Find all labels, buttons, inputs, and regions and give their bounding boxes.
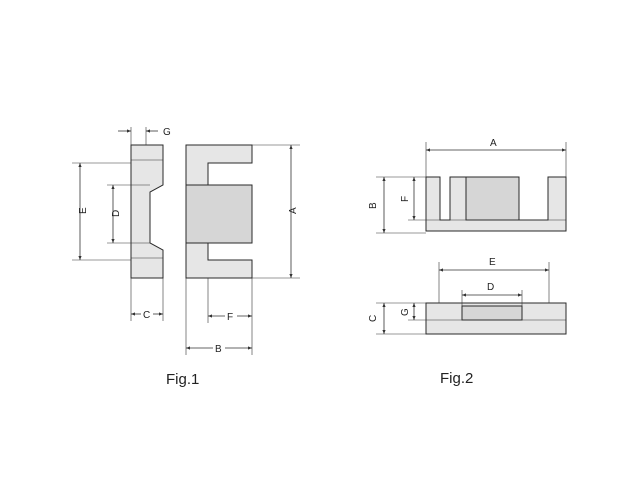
fig1-dim-c: C bbox=[130, 278, 164, 321]
fig2-dim-a-label: A bbox=[490, 138, 497, 149]
fig1-dim-e: E bbox=[72, 162, 131, 261]
fig1-dim-f: F bbox=[207, 278, 253, 323]
fig1-dim-a-label: A bbox=[288, 207, 299, 214]
fig1-dim-d-label: D bbox=[111, 210, 122, 217]
fig1-dim-d: D bbox=[107, 184, 150, 244]
fig2-dim-d-label: D bbox=[487, 282, 494, 293]
fig2-dim-f-label: F bbox=[400, 196, 411, 202]
fig1-dim-c-label: C bbox=[143, 310, 150, 321]
fig2-dim-g: G bbox=[400, 303, 426, 321]
fig2-dim-g-label: G bbox=[400, 308, 411, 316]
fig2-dim-b-label: B bbox=[368, 202, 379, 209]
fig1-dim-g-label: G bbox=[163, 127, 171, 138]
fig2-caption: Fig.2 bbox=[440, 370, 473, 387]
fig1-caption: Fig.1 bbox=[166, 371, 199, 388]
fig1-group: G E D C bbox=[72, 127, 300, 388]
fig2-dim-c: C bbox=[368, 302, 426, 335]
fig2-dim-b: B bbox=[368, 176, 426, 234]
fig2-group: A B F E bbox=[368, 136, 567, 387]
fig1-dim-g: G bbox=[118, 127, 171, 145]
fig2-dim-a: A bbox=[425, 136, 567, 177]
fig2-dim-d: D bbox=[461, 280, 523, 306]
fig2-dim-c-label: C bbox=[368, 315, 379, 322]
fig1-dim-b-label: B bbox=[215, 344, 222, 355]
fig1-dim-a: A bbox=[252, 144, 300, 279]
fig2-dim-e: E bbox=[438, 255, 550, 303]
fig2-dim-e-label: E bbox=[489, 257, 496, 268]
fig1-dim-f-label: F bbox=[227, 312, 233, 323]
fig2-dim-f: F bbox=[400, 177, 426, 221]
fig1-dim-b: B bbox=[185, 278, 253, 355]
fig1-dim-e-label: E bbox=[78, 207, 89, 214]
